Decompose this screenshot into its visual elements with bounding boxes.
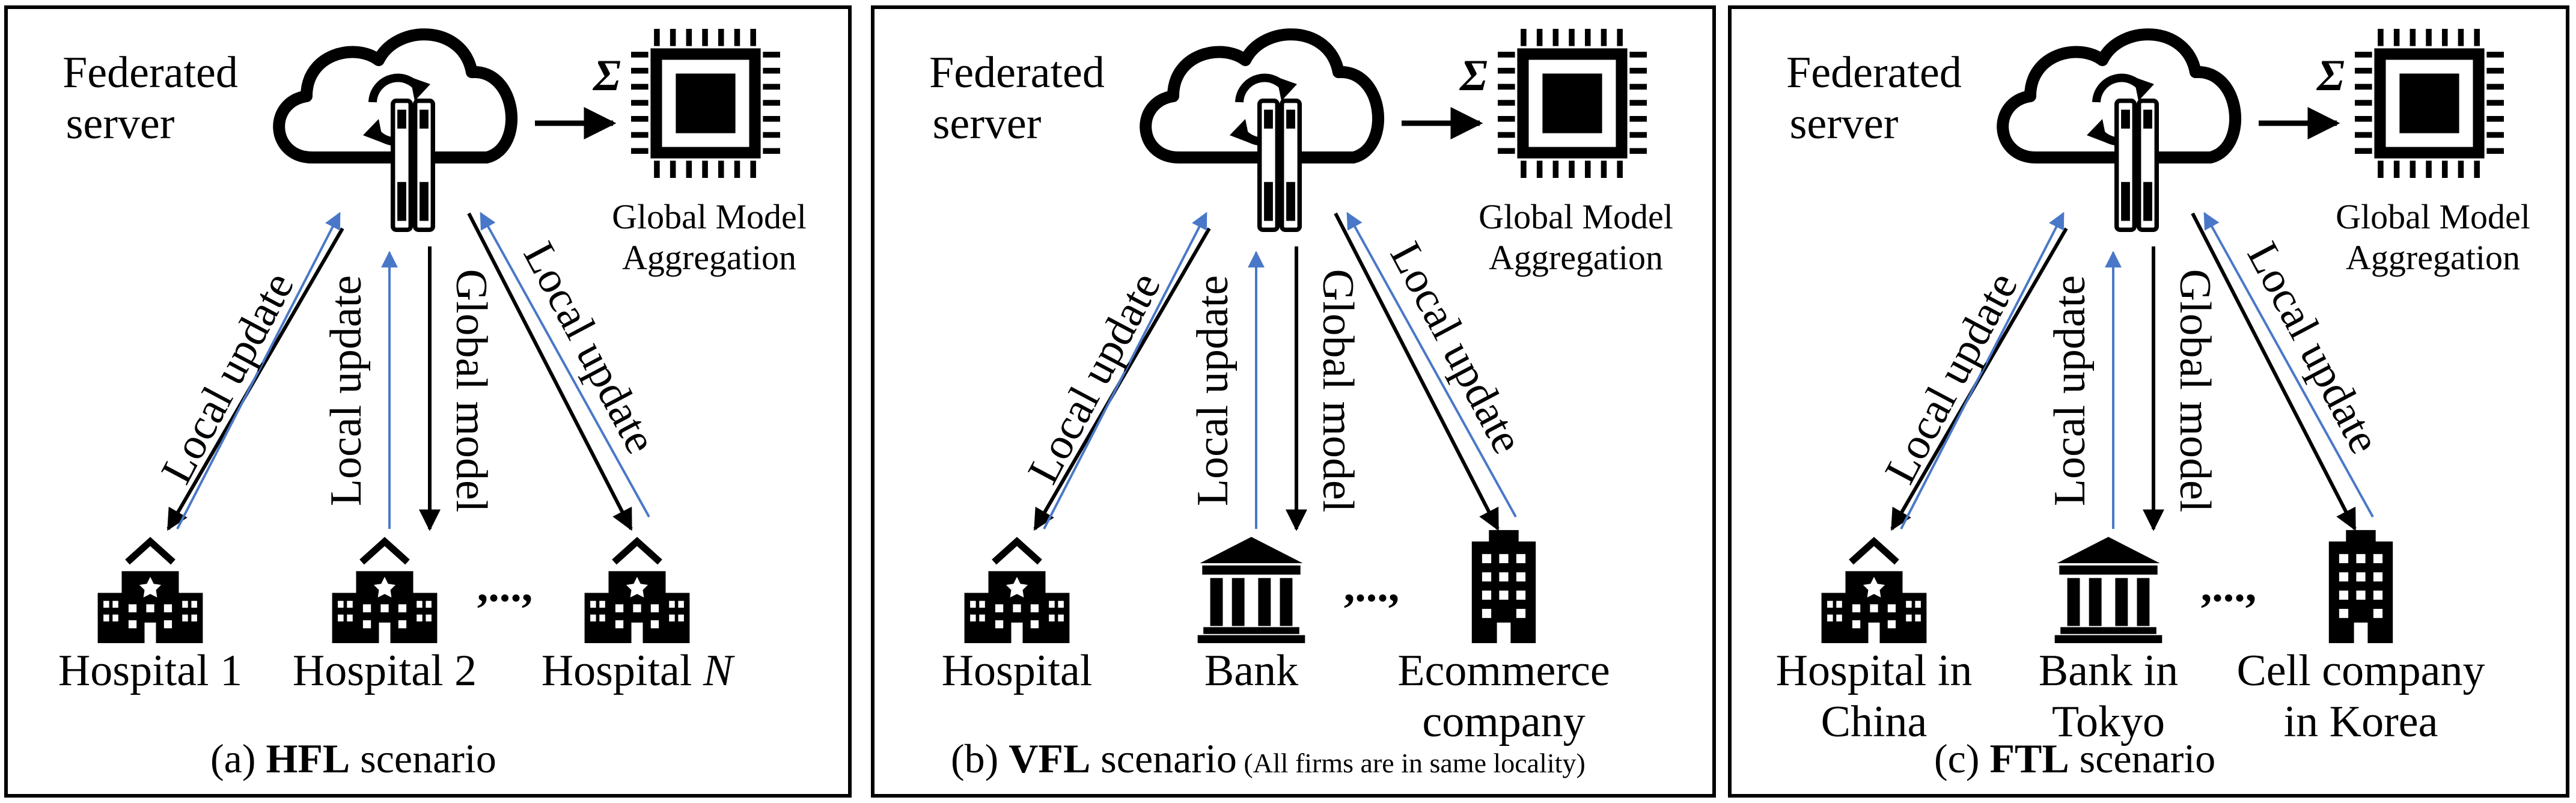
client-label: Bank in: [2039, 646, 2178, 695]
aggregation-label: Aggregation: [622, 238, 796, 277]
server-rack-icon: [2117, 101, 2157, 230]
aggregation-label: Global Model: [612, 197, 807, 236]
chip-icon: [1498, 29, 1647, 178]
panel-caption: (c) FTL scenario: [1934, 736, 2215, 781]
client-label: company: [1422, 697, 1585, 747]
global-model-label: Global model: [1313, 269, 1363, 513]
client-label: Hospital in: [1776, 646, 1973, 695]
client-label: Cell company: [2236, 646, 2485, 695]
sigma-symbol: Σ: [2316, 51, 2345, 100]
global-model-arrow: [1334, 212, 1500, 531]
server-rack-icon: [1260, 101, 1300, 230]
client-label: Hospital 2: [293, 646, 477, 695]
sigma-symbol: Σ: [592, 51, 621, 100]
global-model-arrow: [467, 212, 633, 531]
aggregation-label: Aggregation: [1489, 238, 1663, 277]
client-label: Ecommerce: [1397, 646, 1610, 695]
client-label: Hospital N: [542, 646, 735, 695]
local-update-label: Local update: [322, 275, 371, 506]
client-separator: ,...,: [477, 562, 533, 611]
client-label: China: [1821, 697, 1927, 747]
local-update-arrow: [1346, 212, 1517, 518]
cloud-icon: [273, 28, 517, 163]
office-building-icon: [1471, 530, 1536, 643]
local-update-arrow: [2203, 212, 2374, 518]
client-label: in Korea: [2284, 697, 2438, 747]
sigma-symbol: Σ: [1459, 51, 1488, 100]
client-label: Hospital: [942, 646, 1093, 695]
local-update-arrow: [1900, 212, 2065, 530]
cloud-icon: [1140, 28, 1384, 163]
local-update-arrow: [176, 212, 341, 530]
panel-caption: (b) VFL scenario (All firms are in same …: [951, 736, 1586, 781]
server-label: Federated: [1786, 48, 1962, 97]
client-separator: ,...,: [2201, 562, 2257, 611]
local-update-label: Local update: [1188, 275, 1238, 506]
client-separator: ,...,: [1344, 562, 1400, 611]
server-rack-icon: [393, 101, 433, 230]
server-label: server: [66, 99, 175, 148]
office-building-icon: [2328, 530, 2393, 643]
client-label: Hospital 1: [58, 646, 242, 695]
client-label: Bank: [1204, 646, 1298, 695]
server-label: Federated: [63, 48, 238, 97]
global-model-label: Global model: [447, 269, 496, 513]
local-update-arrow: [480, 212, 650, 518]
chip-icon: [2355, 29, 2504, 178]
local-update-label: Local update: [2045, 275, 2095, 506]
aggregation-label: Global Model: [2336, 197, 2530, 236]
server-label: Federated: [929, 48, 1105, 97]
global-model-label: Global model: [2170, 269, 2220, 513]
aggregation-label: Global Model: [1479, 197, 1673, 236]
chip-icon: [631, 29, 780, 178]
global-model-arrow: [2191, 212, 2357, 531]
panel-caption: (a) HFL scenario: [210, 736, 496, 781]
aggregation-label: Aggregation: [2346, 238, 2520, 277]
server-label: server: [1790, 99, 1899, 148]
local-update-arrow: [1043, 212, 1207, 530]
cloud-icon: [1997, 28, 2241, 163]
client-label: Tokyo: [2052, 697, 2165, 747]
server-label: server: [933, 99, 1042, 148]
